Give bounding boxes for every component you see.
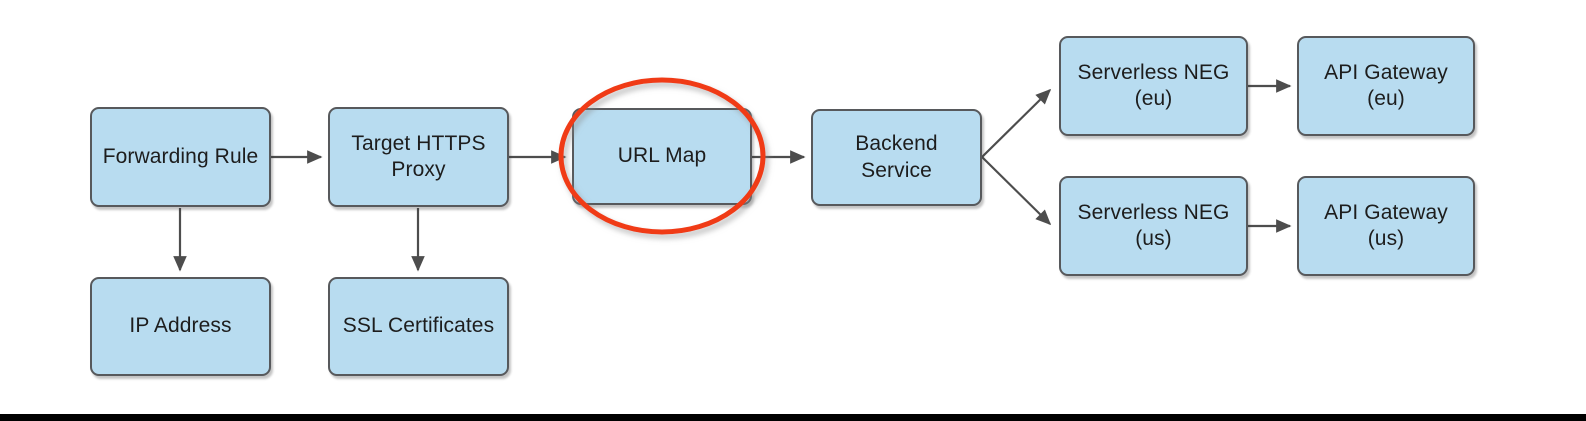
node-label: Target HTTPS Proxy — [351, 131, 486, 181]
node-ssl-certificates[interactable]: SSL Certificates — [328, 277, 509, 376]
node-label: API Gateway (eu) — [1324, 60, 1448, 110]
node-label: SSL Certificates — [342, 314, 495, 338]
node-label: URL Map — [617, 144, 707, 168]
edge-backend-service-to-serverless-neg-us — [981, 156, 1052, 226]
node-forwarding-rule[interactable]: Forwarding Rule — [90, 107, 271, 207]
node-api-gateway-us[interactable]: API Gateway (us) — [1297, 176, 1475, 276]
node-label: IP Address — [129, 314, 232, 338]
node-label: Serverless NEG (eu) — [1077, 60, 1230, 110]
bottom-black-bar — [0, 414, 1586, 421]
edge-backend-service-to-serverless-neg-eu — [981, 88, 1052, 158]
node-url-map[interactable]: URL Map — [572, 108, 752, 205]
node-backend-service[interactable]: Backend Service — [811, 109, 982, 206]
node-label: Serverless NEG (us) — [1077, 200, 1230, 250]
node-serverless-neg-eu[interactable]: Serverless NEG (eu) — [1059, 36, 1248, 136]
node-label: Forwarding Rule — [102, 144, 259, 168]
node-target-https-proxy[interactable]: Target HTTPS Proxy — [328, 107, 509, 207]
node-label: Backend Service — [855, 132, 938, 182]
node-ip-address[interactable]: IP Address — [90, 277, 271, 376]
node-serverless-neg-us[interactable]: Serverless NEG (us) — [1059, 176, 1248, 276]
node-api-gateway-eu[interactable]: API Gateway (eu) — [1297, 36, 1475, 136]
node-label: API Gateway (us) — [1324, 200, 1448, 250]
